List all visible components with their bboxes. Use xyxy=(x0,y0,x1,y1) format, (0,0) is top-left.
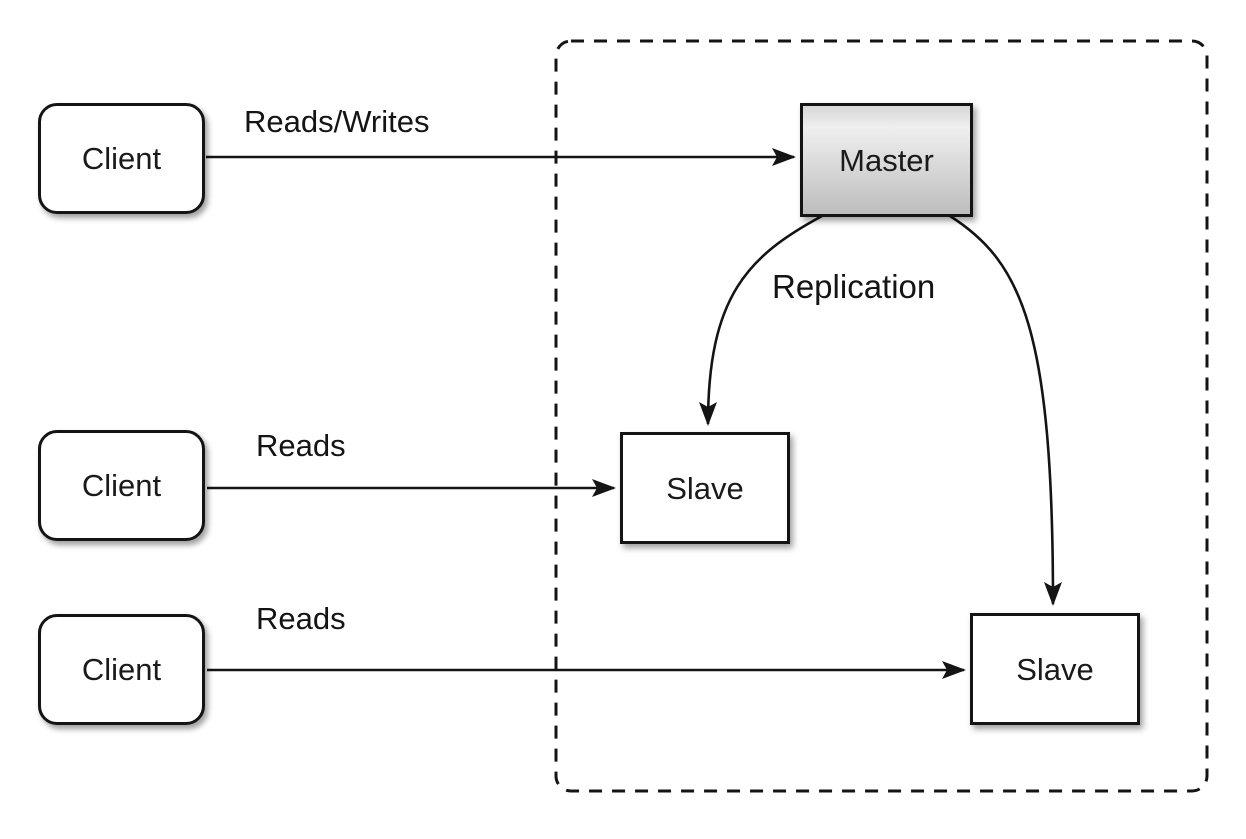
edge-label-reads-writes: Reads/Writes xyxy=(244,104,430,139)
slave-node-bottom: Slave xyxy=(970,613,1140,725)
client-node-middle: Client xyxy=(38,430,205,541)
client-node-top-label: Client xyxy=(81,141,162,176)
slave-node-top: Slave xyxy=(620,432,790,544)
master-node: Master xyxy=(800,103,973,217)
slave-node-bottom-label: Slave xyxy=(1016,651,1094,687)
arrow-master-to-slave-bottom xyxy=(949,214,1062,606)
client-node-top: Client xyxy=(38,103,205,214)
client-node-middle-label: Client xyxy=(81,468,162,503)
master-node-label: Master xyxy=(839,142,934,178)
edge-label-reads-middle: Reads xyxy=(256,428,346,463)
edge-label-reads-bottom: Reads xyxy=(256,601,346,636)
client-node-bottom: Client xyxy=(38,614,205,725)
arrow-master-to-slave-top xyxy=(699,214,823,426)
client-node-bottom-label: Client xyxy=(81,652,162,687)
edge-label-replication: Replication xyxy=(772,268,936,305)
replication-boundary-border xyxy=(554,39,1209,793)
slave-node-top-label: Slave xyxy=(666,470,744,506)
